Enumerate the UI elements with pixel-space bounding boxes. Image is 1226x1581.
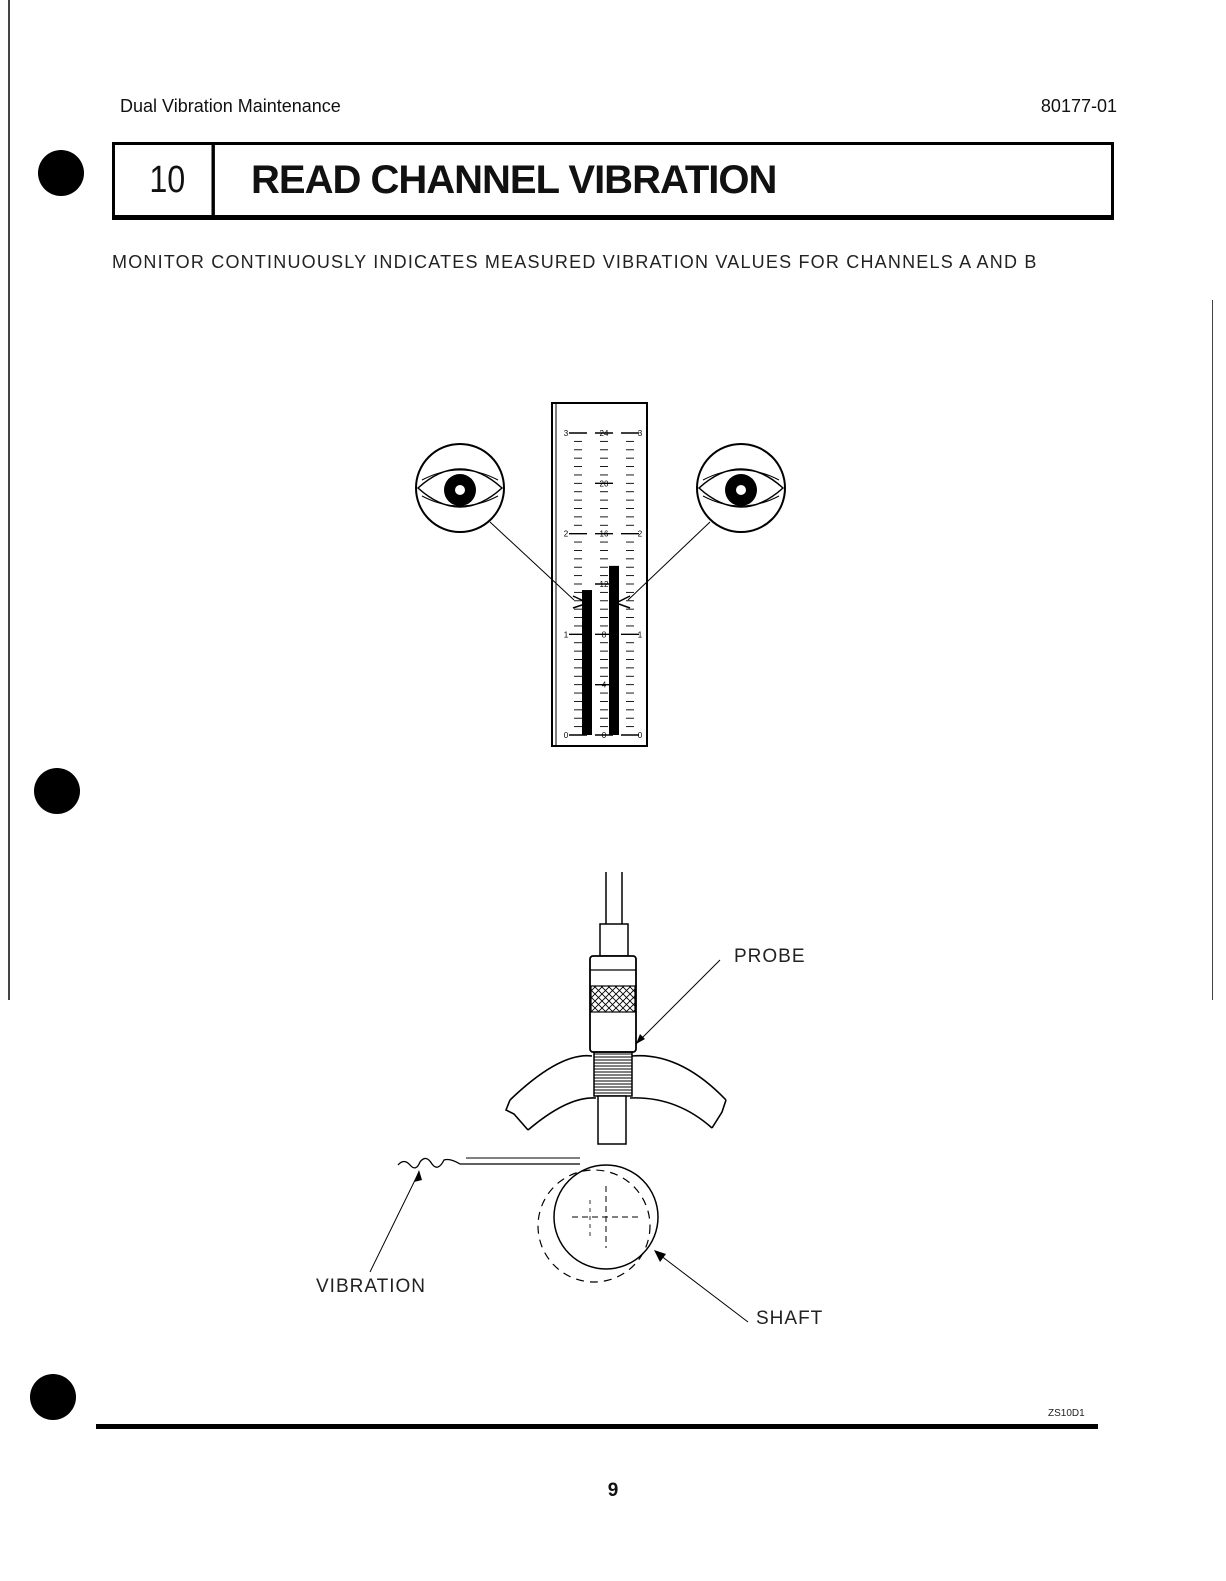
meter-scale-label: 4 <box>602 681 607 690</box>
probe-threads <box>594 1052 632 1096</box>
vibration-label: VIBRATION <box>316 1276 426 1298</box>
channel-b-bar <box>609 566 619 735</box>
meter-scale-label: 0 <box>638 731 643 740</box>
meter-scale-label: 2 <box>564 530 569 539</box>
shaft <box>538 1165 658 1282</box>
meter-frame <box>552 403 647 746</box>
probe-label: PROBE <box>734 946 806 968</box>
eye-icon-left <box>416 444 504 532</box>
probe-tip <box>598 1096 626 1144</box>
meter-scale-label: 8 <box>602 630 607 639</box>
vibration-waveform <box>398 1158 580 1168</box>
shaft-leader-line <box>656 1252 748 1322</box>
probe-knurl <box>591 986 635 1012</box>
probe-cable-sleeve <box>600 924 628 956</box>
footer-rule <box>96 1424 1098 1429</box>
channel-a-bar <box>582 590 592 735</box>
figure-code: ZS10D1 <box>1048 1408 1085 1419</box>
meter-scale-label: 24 <box>600 429 609 438</box>
shaft-label: SHAFT <box>756 1308 823 1330</box>
vibration-meter: 3 2 1 0 24 20 16 12 8 4 0 3 2 1 0 <box>552 403 647 746</box>
meter-scale-label: 3 <box>638 429 643 438</box>
meter-scale-label: 3 <box>564 429 569 438</box>
eye-icon-right <box>697 444 785 532</box>
meter-scale-label: 1 <box>564 630 569 639</box>
page-number: 9 <box>0 1480 1226 1502</box>
meter-scale-label: 16 <box>600 530 609 539</box>
vibration-leader-line <box>370 1172 419 1272</box>
probe-leader-line <box>636 960 720 1044</box>
meter-scale-label: 12 <box>600 580 609 589</box>
meter-scale-label: 0 <box>564 731 569 740</box>
meter-scale-label: 0 <box>602 731 607 740</box>
meter-scale-label: 2 <box>638 530 643 539</box>
meter-scale-label: 20 <box>600 479 609 488</box>
meter-scale-label: 1 <box>638 630 643 639</box>
probe-assembly <box>590 872 636 1144</box>
probe-thread-outline <box>594 1052 632 1096</box>
